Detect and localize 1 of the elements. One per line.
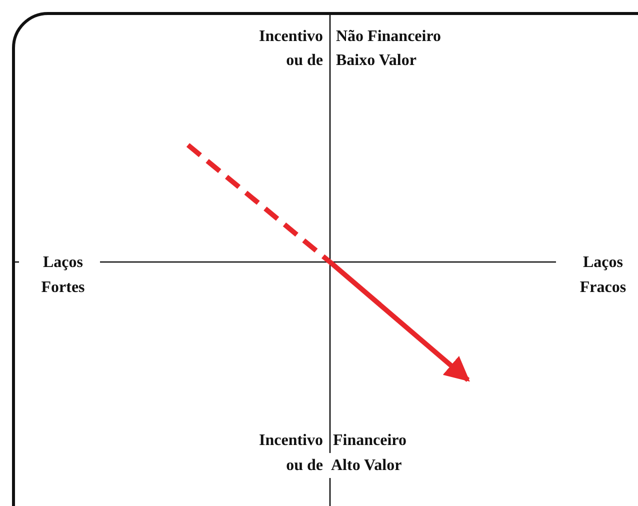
axis-label: Alto Valor [329, 453, 404, 478]
